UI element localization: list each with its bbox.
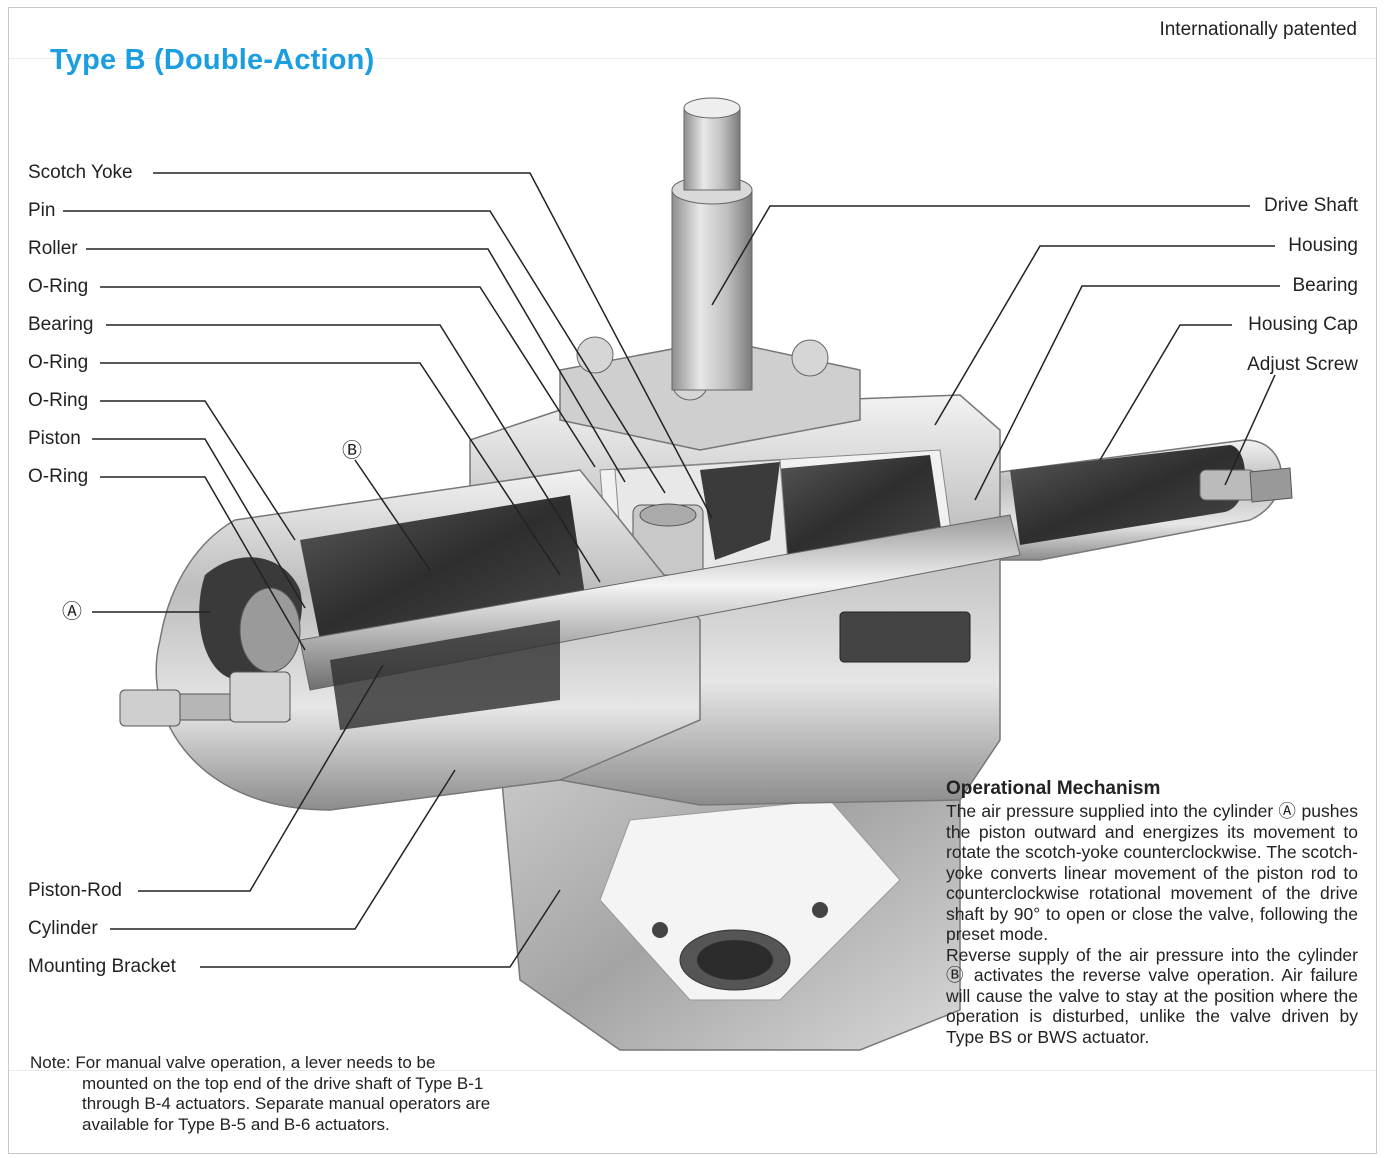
label-o-ring-1: O-Ring	[28, 276, 89, 297]
mechanism-paragraph-2: Reverse supply of the air pressure into …	[946, 944, 1358, 1047]
label-roller: Roller	[28, 238, 78, 259]
label-piston-rod: Piston-Rod	[28, 880, 122, 901]
label-adjust-screw: Adjust Screw	[1247, 354, 1358, 375]
drive-shaft-shape	[559, 97, 861, 451]
note-line-2: mounted on the top end of the drive shaf…	[82, 1073, 484, 1093]
label-o-ring-3: O-Ring	[28, 390, 89, 411]
label-o-ring-4: O-Ring	[28, 466, 89, 487]
label-housing: Housing	[1288, 235, 1358, 256]
note-line-4: available for Type B-5 and B-6 actuators…	[82, 1114, 390, 1134]
label-o-ring-2: O-Ring	[28, 352, 89, 373]
label-mounting-bracket: Mounting Bracket	[28, 956, 176, 977]
label-scotch-yoke: Scotch Yoke	[28, 162, 133, 183]
chamber-b-marker: Ⓑ	[342, 440, 362, 462]
page-title: Type B (Double-Action)	[50, 44, 375, 76]
operational-mechanism-section: Operational Mechanism The air pressure s…	[946, 778, 1358, 1047]
note-line-3: through B-4 actuators. Separate manual o…	[82, 1094, 491, 1113]
mechanism-paragraph-1: The air pressure supplied into the cylin…	[946, 801, 1358, 944]
label-drive-shaft: Drive Shaft	[1264, 195, 1358, 216]
label-housing-cap: Housing Cap	[1248, 314, 1358, 335]
label-bearing-left: Bearing	[28, 314, 94, 335]
piston-rod-shape	[299, 514, 1021, 730]
chamber-a-marker: Ⓐ	[62, 601, 82, 623]
note-line-1: Note: For manual valve operation, a leve…	[30, 1053, 436, 1072]
footer-divider	[9, 1070, 1376, 1071]
label-bearing-right: Bearing	[1292, 275, 1359, 296]
manual-operation-note: Note: For manual valve operation, a leve…	[30, 1053, 590, 1135]
label-piston: Piston	[28, 428, 81, 449]
header-divider	[9, 58, 1376, 59]
label-cylinder: Cylinder	[28, 918, 98, 939]
mechanism-heading: Operational Mechanism	[946, 778, 1161, 799]
patent-note: Internationally patented	[1159, 19, 1357, 40]
label-pin: Pin	[28, 200, 56, 221]
page-frame	[8, 7, 1377, 1154]
